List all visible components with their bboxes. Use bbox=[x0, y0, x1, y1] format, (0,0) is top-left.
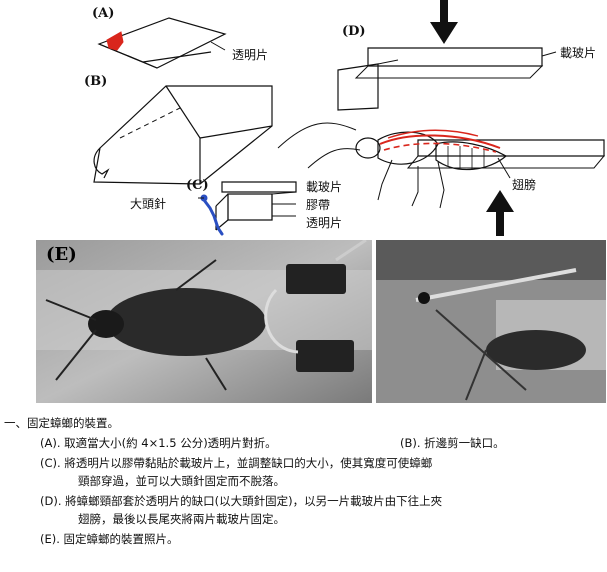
photo-right bbox=[376, 240, 606, 403]
cockroach-head bbox=[356, 138, 380, 158]
arrow-up-icon bbox=[486, 190, 514, 236]
panel-a-callout: 透明片 bbox=[232, 46, 268, 63]
caption-item-e: (E). 固定蟑螂的裝置照片。 bbox=[40, 530, 179, 548]
photo-cockroach bbox=[106, 288, 266, 356]
film-box-d bbox=[338, 64, 378, 110]
cockroach-antenna bbox=[278, 123, 356, 148]
caption-item-c-cont: 頸部穿過，並可以大頭針固定而不脫落。 bbox=[78, 472, 285, 490]
panel-a-drawing bbox=[95, 12, 235, 78]
caption-heading: 一、固定蟑螂的裝置。 bbox=[4, 414, 119, 432]
photo-right-cockroach bbox=[486, 330, 586, 370]
photo-binder-clip-bottom bbox=[296, 340, 354, 372]
photo-left: (E) bbox=[36, 240, 372, 403]
panel-c-pin-label: 大頭針 bbox=[130, 195, 166, 212]
slide-top bbox=[368, 48, 542, 66]
panel-b-drawing bbox=[80, 78, 276, 188]
panel-d-drawing bbox=[268, 0, 607, 240]
caption-item-d: (D). 將蟑螂頸部套於透明片的缺口(以大頭針固定)，以另一片載玻片由下往上夾 bbox=[40, 492, 442, 510]
notch-mark bbox=[107, 32, 123, 50]
panel-d-wing-label: 翅膀 bbox=[512, 176, 536, 193]
arrow-down-icon bbox=[430, 0, 458, 44]
film-box-c bbox=[228, 194, 272, 220]
folded-film-box bbox=[94, 86, 272, 184]
panel-d-slide-label: 載玻片 bbox=[560, 44, 596, 61]
panel-e-label: (E) bbox=[46, 244, 77, 265]
caption-item-b: (B). 折邊剪一缺口。 bbox=[400, 434, 505, 452]
caption-item-c: (C). 將透明片以膠帶黏貼於載玻片上，並調整缺口的大小，使其寬度可使蟑螂 bbox=[40, 454, 432, 472]
caption-item-a: (A). 取適當大小(約 4×1.5 公分)透明片對折。 bbox=[40, 434, 277, 452]
photo-binder-clip-top bbox=[286, 264, 346, 294]
notch-cut bbox=[94, 148, 108, 178]
caption-item-d-cont: 翅膀，最後以長尾夾將兩片載玻片固定。 bbox=[78, 510, 285, 528]
pin-c bbox=[204, 200, 222, 234]
